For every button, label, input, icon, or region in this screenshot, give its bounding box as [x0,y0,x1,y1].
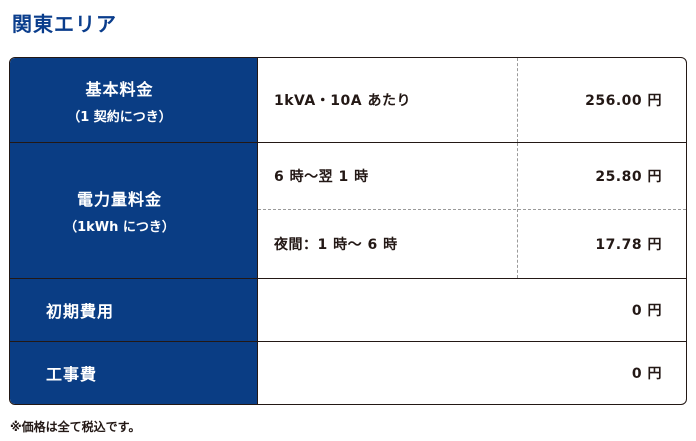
basic-charge-label-cell: 基本料金 （1 契約につき） [10,58,258,142]
basic-charge-unit: （1 契約につき） [67,109,172,125]
energy-charge-night-price: 17.78 円 [595,236,662,253]
energy-charge-label-cell: 電力量料金 （1kWh につき） [10,143,258,278]
energy-charge-item-night: 夜間：1 時〜 6 時 17.78 円 [258,209,686,278]
initial-cost-row: 初期費用 0 円 [10,278,686,341]
column-divider [517,143,518,278]
energy-charge-night-description: 夜間：1 時〜 6 時 [274,236,398,253]
initial-cost-label: 初期費用 [46,302,115,321]
construction-cost-row: 工事費 0 円 [10,341,686,404]
energy-charge-unit: （1kWh につき） [64,220,175,235]
construction-cost-label-cell: 工事費 [10,342,258,404]
basic-charge-label: 基本料金 [85,79,154,99]
tax-footnote: ※価格は全て税込です。 [10,420,141,434]
energy-charge-day-price: 25.80 円 [595,169,662,185]
column-divider [517,58,518,142]
initial-cost-price: 0 円 [631,303,662,319]
basic-charge-description: 1kVA・10A あたり [274,93,411,109]
basic-charge-row: 基本料金 （1 契約につき） 1kVA・10A あたり 256.00 円 [10,58,686,142]
energy-charge-row: 電力量料金 （1kWh につき） 6 時〜翌 1 時 25.80 円 夜間：1 … [10,142,686,278]
basic-charge-item: 1kVA・10A あたり 256.00 円 [258,58,686,142]
construction-cost-price: 0 円 [631,366,662,382]
energy-charge-day-description: 6 時〜翌 1 時 [274,169,369,185]
basic-charge-price: 256.00 円 [585,93,662,109]
initial-cost-label-cell: 初期費用 [10,279,258,341]
energy-charge-item-day: 6 時〜翌 1 時 25.80 円 [258,143,686,209]
price-table: 基本料金 （1 契約につき） 1kVA・10A あたり 256.00 円 電力量… [9,57,687,405]
energy-charge-label: 電力量料金 [76,190,162,209]
construction-cost-item: 0 円 [258,342,686,404]
initial-cost-item: 0 円 [258,279,686,341]
construction-cost-label: 工事費 [46,365,98,384]
region-title: 関東エリア [12,12,117,36]
row-divider [258,209,686,210]
